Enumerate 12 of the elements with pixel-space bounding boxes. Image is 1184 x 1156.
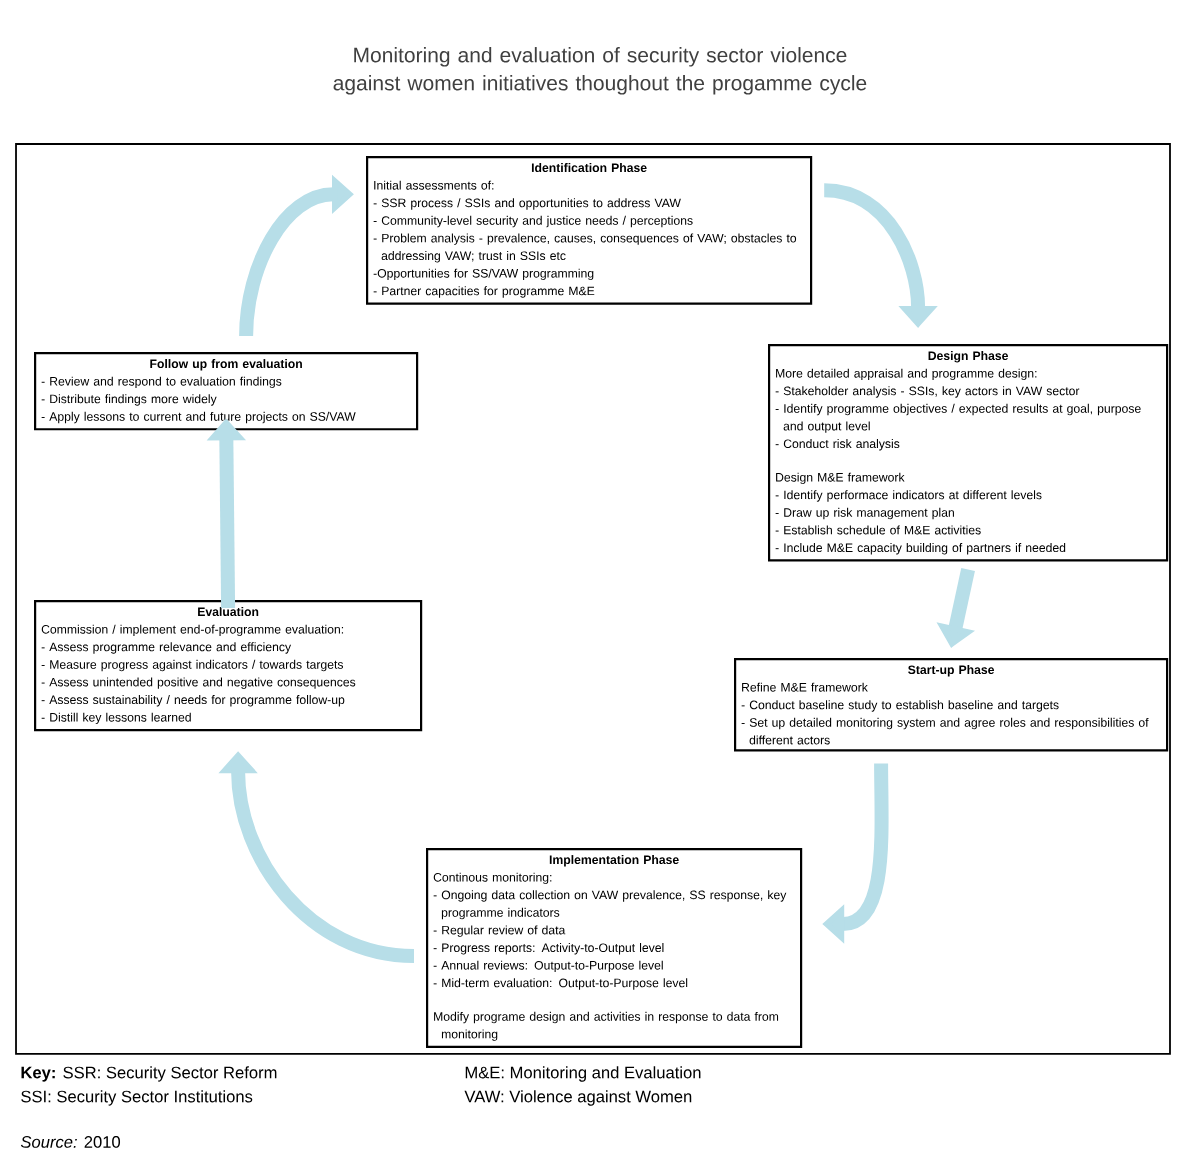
key-entry: Key: SSR: Security Sector Reform — [21, 1066, 277, 1082]
key-entry: M&E: Monitoring and Evaluation — [465, 1066, 701, 1082]
phase-box — [34, 351, 419, 431]
phase-box — [734, 658, 1169, 752]
source-note: Source: 2010 — [20, 1136, 121, 1148]
key-entry: VAW: Violence against Women — [464, 1090, 692, 1106]
phase-box — [366, 156, 813, 305]
key-entry: SSI: Security Sector Institutions — [21, 1090, 253, 1106]
phase-box — [34, 599, 423, 732]
phase-box — [768, 343, 1169, 562]
title: Monitoring and evaluation of security sector violence against women initiatives thoughout the progamme cycle — [333, 47, 867, 95]
phase-box — [426, 847, 803, 1048]
